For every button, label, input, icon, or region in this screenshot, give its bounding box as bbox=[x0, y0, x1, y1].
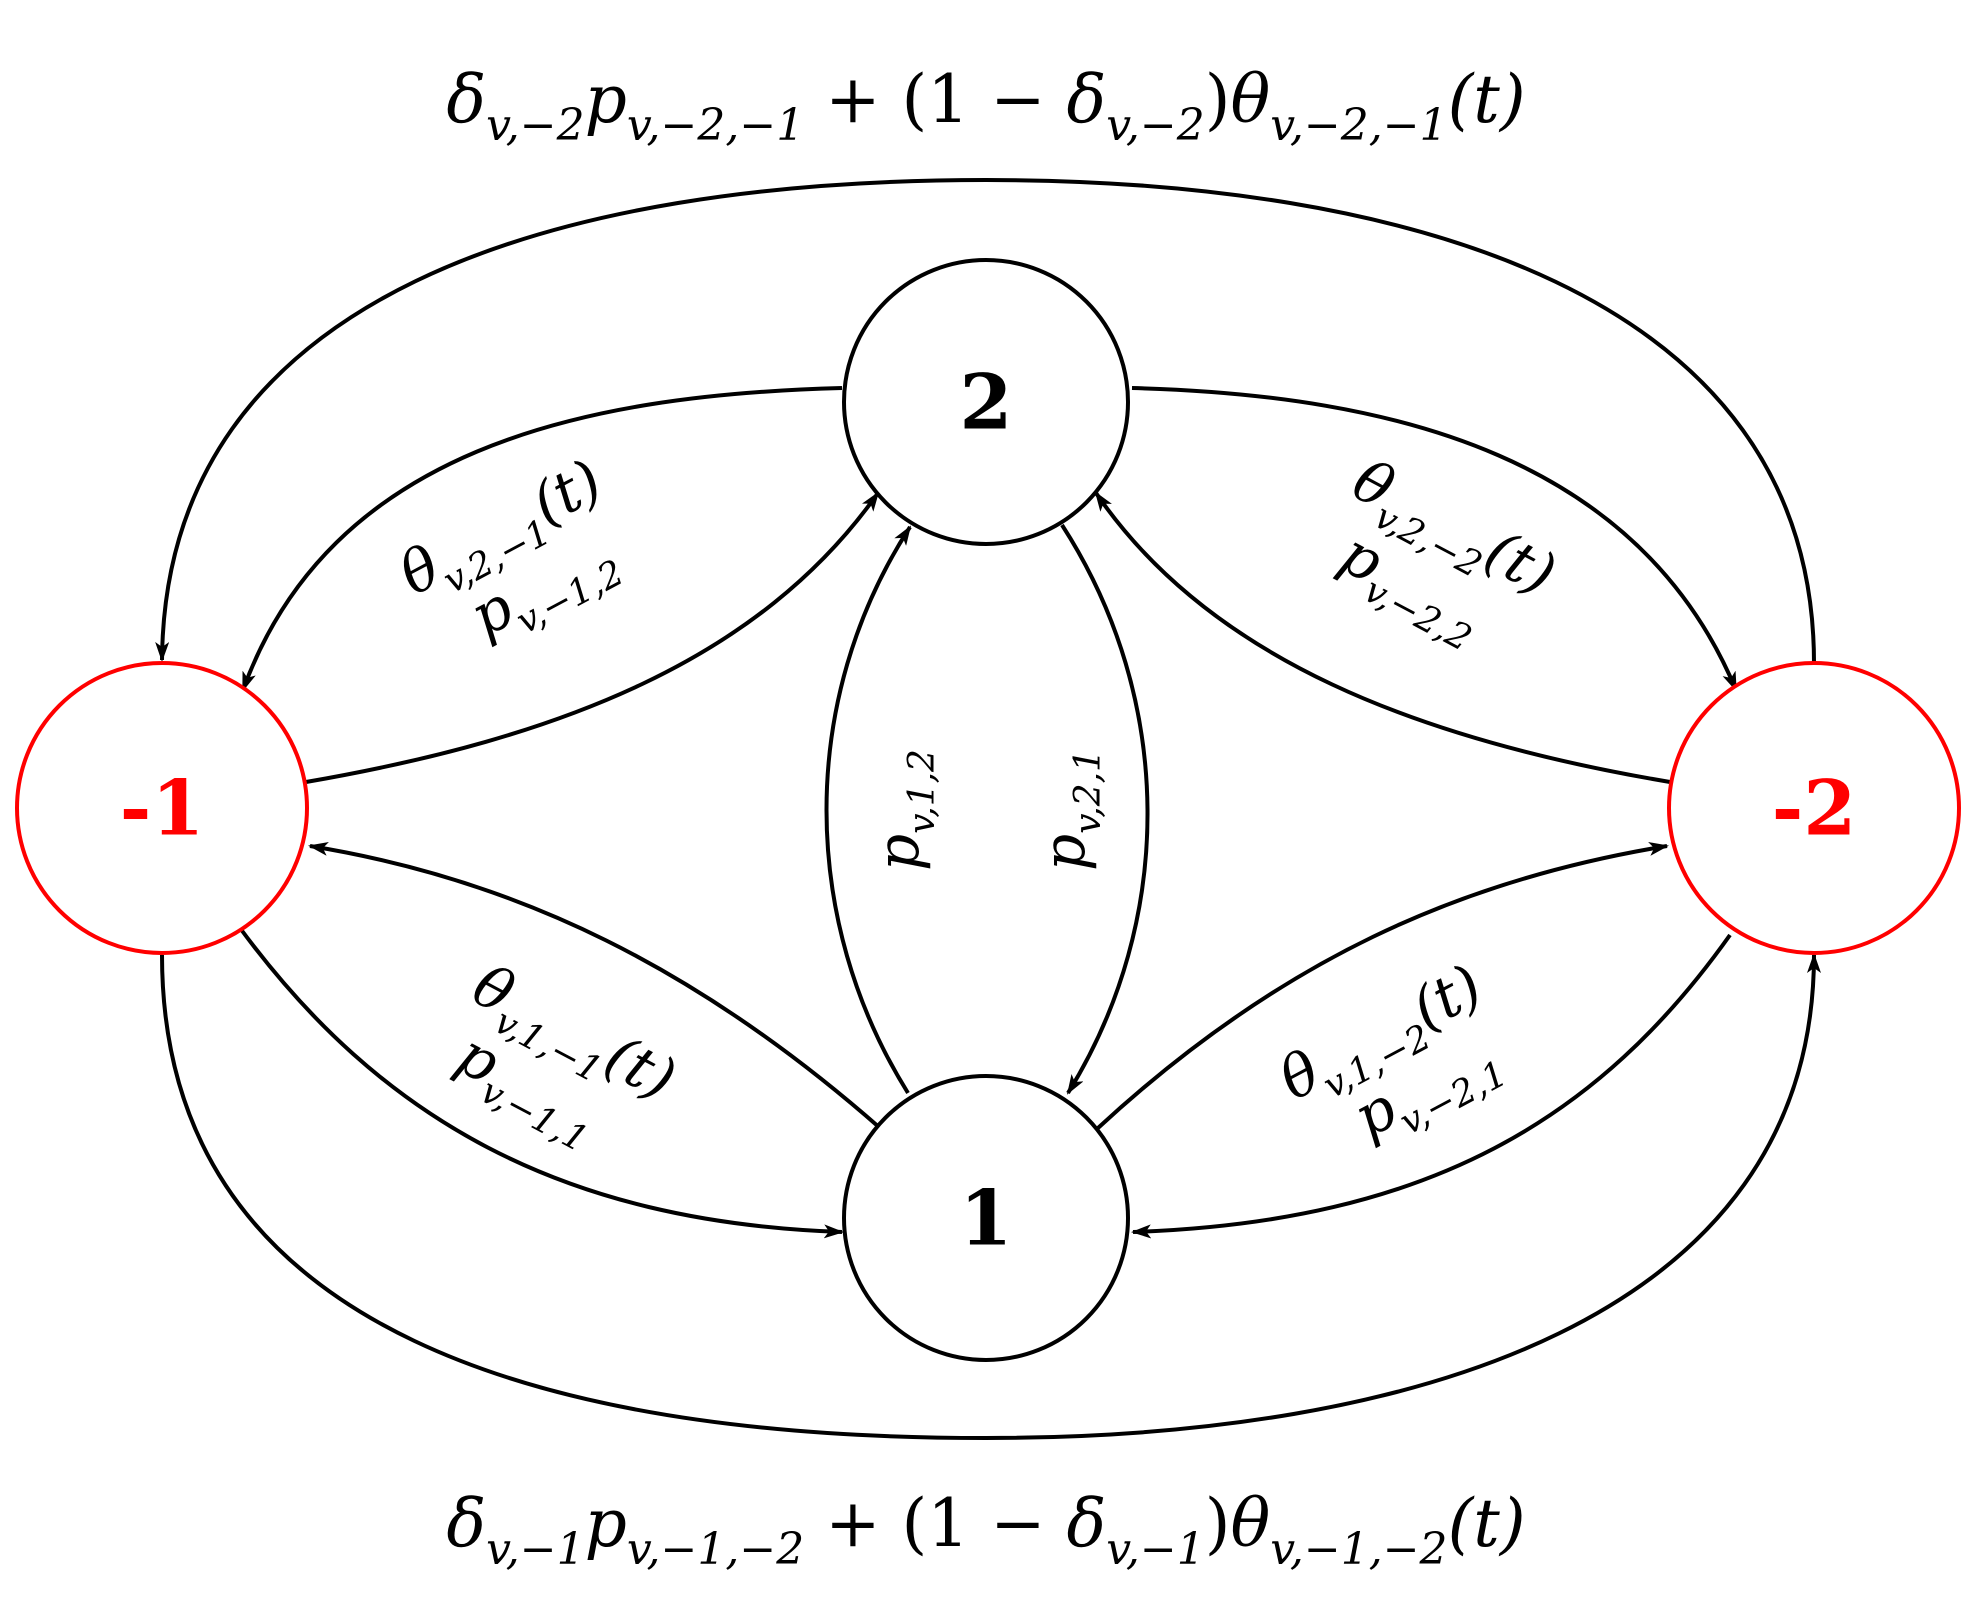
lower-left-labels: θv,1,−1(t) pv,−1,1 bbox=[446, 951, 687, 1161]
upper-left-labels: θv,2,−1(t) pv,−1,2 bbox=[388, 446, 630, 650]
edge-2-to-m1 bbox=[241, 386, 843, 692]
edge-1-to-2 bbox=[824, 525, 912, 1095]
node-1[interactable]: 1 bbox=[842, 1074, 1130, 1362]
upper-right-labels: θv,2,−2(t) pv,−2,2 bbox=[1330, 446, 1567, 660]
edge-2-to-1 bbox=[1060, 523, 1150, 1095]
node-2-label: 2 bbox=[960, 358, 1013, 447]
edge-m1-to-1 bbox=[238, 926, 844, 1239]
center-left-label: pv,1,2 bbox=[864, 749, 943, 871]
center-right-label: pv,2,1 bbox=[1030, 749, 1109, 871]
edge-m1-to-m2 bbox=[160, 953, 1821, 1441]
node-minus-2[interactable]: -2 bbox=[1667, 661, 1961, 955]
node-minus-1-label: -1 bbox=[120, 764, 204, 853]
edge-m2-to-2 bbox=[1094, 491, 1671, 784]
label-p-v-2-1: pv,2,1 bbox=[1030, 749, 1109, 871]
edge-2-to-m2 bbox=[1131, 386, 1738, 692]
node-2[interactable]: 2 bbox=[842, 258, 1130, 546]
label-p-v-1-2: pv,1,2 bbox=[864, 749, 943, 871]
edge-1-to-m2 bbox=[1096, 842, 1669, 1130]
edge-1-to-m1 bbox=[308, 841, 882, 1130]
edge-m2-to-m1 bbox=[155, 177, 1816, 664]
edge-m1-to-2 bbox=[305, 491, 880, 784]
node-minus-2-label: -2 bbox=[1772, 764, 1856, 853]
top-transition-label: δv,−2pv,−2,−1 + (1 − δv,−2)θv,−2,−1(t) bbox=[446, 61, 1525, 151]
node-1-label: 1 bbox=[960, 1174, 1013, 1263]
bottom-transition-label: δv,−1pv,−1,−2 + (1 − δv,−1)θv,−1,−2(t) bbox=[446, 1485, 1525, 1575]
node-minus-1[interactable]: -1 bbox=[15, 661, 309, 955]
edge-m2-to-1 bbox=[1131, 933, 1732, 1239]
